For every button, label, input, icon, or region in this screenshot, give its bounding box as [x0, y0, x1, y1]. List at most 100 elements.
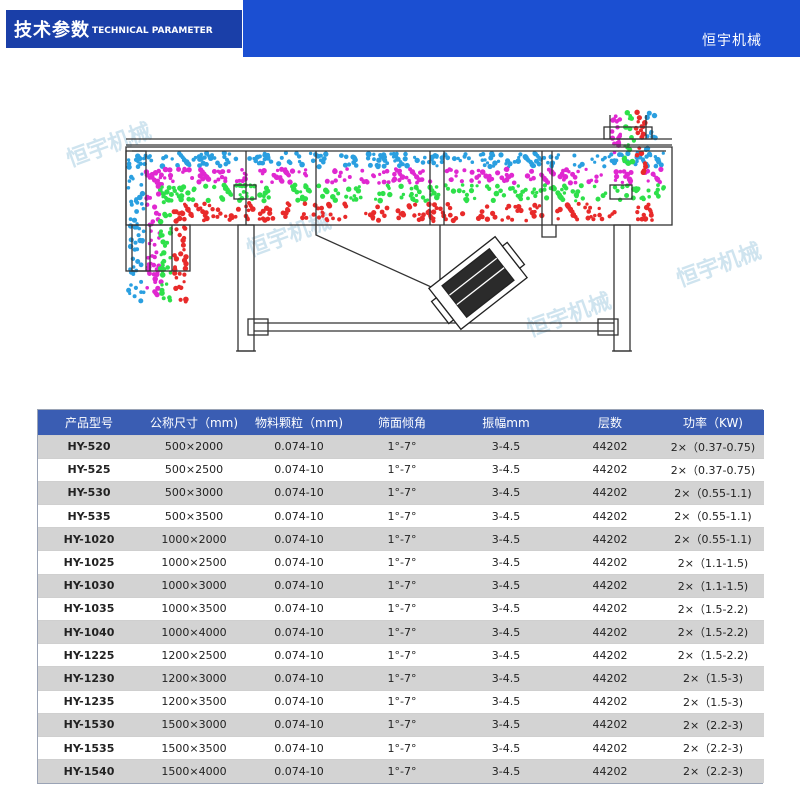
- cell-angle: 1°-7°: [350, 504, 454, 528]
- material-dot: [152, 289, 158, 294]
- cell-amplitude: 3-4.5: [454, 457, 558, 482]
- material-dot: [207, 203, 212, 208]
- material-dot: [126, 287, 132, 293]
- material-dot: [594, 179, 599, 184]
- material-dot: [139, 290, 144, 294]
- material-dot: [166, 185, 172, 191]
- material-dot: [529, 168, 535, 174]
- material-dot: [321, 156, 327, 162]
- material-dot: [226, 169, 231, 174]
- material-dot: [498, 188, 503, 194]
- material-dot: [162, 166, 169, 173]
- material-dot: [202, 155, 207, 160]
- material-dot: [399, 195, 404, 200]
- material-dot: [303, 168, 308, 172]
- material-dot: [478, 153, 483, 157]
- material-dot: [308, 151, 313, 156]
- material-dot: [513, 189, 518, 194]
- material-dot: [207, 154, 213, 160]
- material-dot: [211, 214, 216, 219]
- material-dot: [287, 203, 292, 208]
- material-dot: [380, 190, 386, 197]
- material-dot: [469, 178, 474, 183]
- material-dot: [618, 169, 623, 174]
- material-dot: [594, 174, 599, 179]
- material-dot: [377, 163, 381, 167]
- material-dot: [621, 169, 627, 174]
- material-dot: [420, 195, 426, 200]
- material-dot: [523, 187, 528, 192]
- material-dot: [204, 150, 210, 156]
- cell-size: 1000×4000: [140, 619, 248, 644]
- material-dot: [392, 171, 397, 177]
- title-banner: 技术参数 TECHNICAL PARAMETER: [6, 10, 242, 48]
- material-dot: [197, 155, 202, 160]
- material-dot: [502, 178, 507, 184]
- material-dot: [152, 242, 157, 247]
- material-dot: [483, 158, 487, 162]
- material-dot: [625, 183, 630, 189]
- material-dot: [261, 168, 267, 174]
- material-dot: [275, 168, 280, 173]
- material-dot: [542, 176, 547, 180]
- material-dot: [126, 164, 132, 170]
- material-dot: [572, 174, 578, 180]
- material-dot: [515, 158, 521, 164]
- material-dot: [129, 174, 134, 180]
- material-dot: [516, 204, 522, 210]
- material-dot: [420, 160, 426, 165]
- material-dot: [250, 206, 256, 212]
- cell-power: 2×（0.55-1.1): [662, 527, 764, 551]
- material-dot: [648, 153, 653, 158]
- material-dot: [533, 193, 538, 199]
- material-dot: [489, 151, 495, 157]
- material-dot: [387, 191, 393, 198]
- material-dot: [431, 218, 436, 224]
- material-dot: [361, 179, 367, 185]
- material-dot: [266, 195, 271, 200]
- cell-particle: 0.074-10: [248, 457, 350, 482]
- cell-power: 2×（1.5-3): [662, 666, 764, 691]
- material-dot: [407, 204, 413, 210]
- material-dot: [496, 159, 501, 163]
- material-dot: [641, 157, 645, 161]
- cell-layers: 44202: [558, 619, 662, 644]
- material-dot: [190, 214, 194, 218]
- cell-particle: 0.074-10: [248, 712, 350, 737]
- material-dot: [148, 195, 152, 200]
- material-dot: [152, 276, 158, 282]
- material-dot: [396, 215, 402, 221]
- material-dot: [132, 294, 137, 299]
- material-dot: [641, 168, 647, 173]
- col-header-model: 产品型号: [38, 410, 140, 435]
- cell-size: 500×2500: [140, 457, 248, 482]
- material-dot: [376, 157, 382, 163]
- material-dot: [291, 186, 297, 193]
- material-dot: [384, 168, 390, 174]
- cell-power: 2×（0.55-1.1): [662, 504, 764, 528]
- cell-angle: 1°-7°: [350, 689, 454, 714]
- material-dot: [609, 135, 616, 141]
- material-dot: [464, 192, 469, 197]
- material-dot: [462, 154, 467, 159]
- material-dot: [487, 163, 493, 170]
- material-dot: [167, 295, 172, 300]
- material-dot: [472, 196, 477, 201]
- material-dot: [302, 201, 308, 206]
- material-dot: [338, 170, 343, 175]
- material-dot: [391, 155, 396, 159]
- cell-angle: 1°-7°: [350, 619, 454, 644]
- material-dot: [159, 182, 164, 187]
- cell-layers: 44202: [558, 689, 662, 714]
- cell-angle: 1°-7°: [350, 527, 454, 551]
- material-dot: [267, 210, 273, 216]
- material-dot: [135, 247, 140, 252]
- cell-amplitude: 3-4.5: [454, 527, 558, 551]
- material-dot: [638, 150, 645, 157]
- material-dot: [423, 155, 427, 160]
- material-dot: [580, 196, 585, 201]
- material-dot: [484, 204, 490, 209]
